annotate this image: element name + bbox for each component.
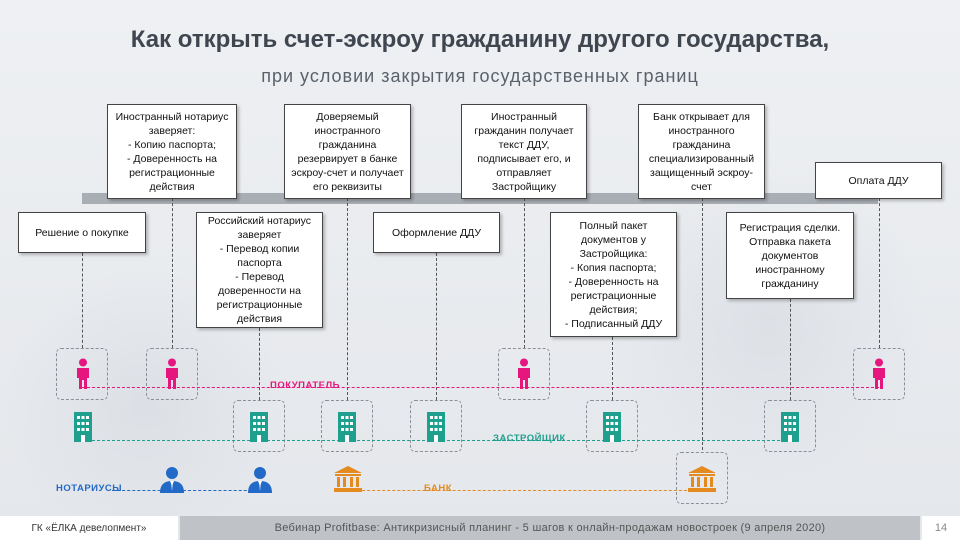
person-icon — [166, 358, 178, 389]
step-box-foreign-notary: Иностранный нотариус заверяет: - Копию п… — [107, 104, 237, 199]
frame-buyer-2 — [146, 348, 198, 400]
lane-line-buyer — [82, 387, 879, 388]
connector-4 — [347, 198, 348, 400]
step-box-docs-package: Полный пакет документов у Застройщика: -… — [550, 212, 677, 337]
connector-10 — [879, 198, 880, 348]
frame-developer-4 — [321, 400, 373, 452]
step-box-receive-ddu: Иностранный гражданин получает текст ДДУ… — [461, 104, 587, 199]
person-icon — [873, 358, 885, 389]
building-icon — [427, 412, 445, 442]
frame-developer-3 — [233, 400, 285, 452]
connector-3 — [259, 328, 260, 400]
building-icon — [781, 412, 799, 442]
page-title: Как открыть счет-эскроу гражданину друго… — [130, 26, 830, 53]
connector-2 — [172, 198, 173, 348]
page-subtitle: при условии закрытия государственных гра… — [261, 66, 699, 86]
frame-developer-7 — [586, 400, 638, 452]
lane-line-bank — [347, 490, 702, 491]
step-box-registration: Регистрация сделки. Отправка пакета доку… — [726, 212, 854, 299]
lane-label-buyer: ПОКУПАТЕЛЬ — [270, 380, 341, 391]
person-icon — [77, 358, 89, 389]
lane-label-bank: БАНК — [424, 483, 452, 494]
frame-developer-9 — [764, 400, 816, 452]
connector-1 — [82, 253, 83, 348]
lane-label-developer: ЗАСТРОЙЩИК — [493, 433, 566, 444]
footer-webinar: Вебинар Profitbase: Антикризисный планин… — [180, 516, 920, 540]
step-box-russian-notary: Российский нотариус заверяет - Перевод к… — [196, 212, 323, 328]
connector-5 — [436, 253, 437, 400]
bank-icon — [688, 466, 716, 492]
frame-bank-8 — [676, 452, 728, 504]
person-icon — [518, 358, 530, 389]
lane-label-notaries: НОТАРИУСЫ — [56, 483, 123, 494]
building-icon — [603, 412, 621, 442]
connector-8 — [702, 198, 703, 450]
step-box-decision: Решение о покупке — [18, 212, 146, 253]
building-icon — [250, 412, 268, 442]
frame-buyer-10 — [853, 348, 905, 400]
frame-buyer-1 — [56, 348, 108, 400]
notary-person-icon — [248, 467, 272, 493]
step-box-bank-opens: Банк открывает для иностранного граждани… — [638, 104, 765, 199]
frame-developer-5 — [410, 400, 462, 452]
page-number: 14 — [922, 516, 960, 540]
connector-7 — [612, 337, 613, 400]
bank-icon — [334, 466, 362, 492]
step-box-payment: Оплата ДДУ — [815, 162, 942, 199]
step-box-escrow-reserve: Доверяемый иностранного гражданина резер… — [284, 104, 411, 199]
lane-line-notaries — [112, 490, 262, 491]
connector-6 — [524, 198, 525, 348]
connector-9 — [790, 299, 791, 400]
step-box-ddu: Оформление ДДУ — [373, 212, 500, 253]
building-icon — [338, 412, 356, 442]
frame-buyer-6 — [498, 348, 550, 400]
notary-person-icon — [160, 467, 184, 493]
footer-company: ГК «ЁЛКА девелопмент» — [0, 516, 178, 540]
building-icon — [74, 412, 92, 442]
